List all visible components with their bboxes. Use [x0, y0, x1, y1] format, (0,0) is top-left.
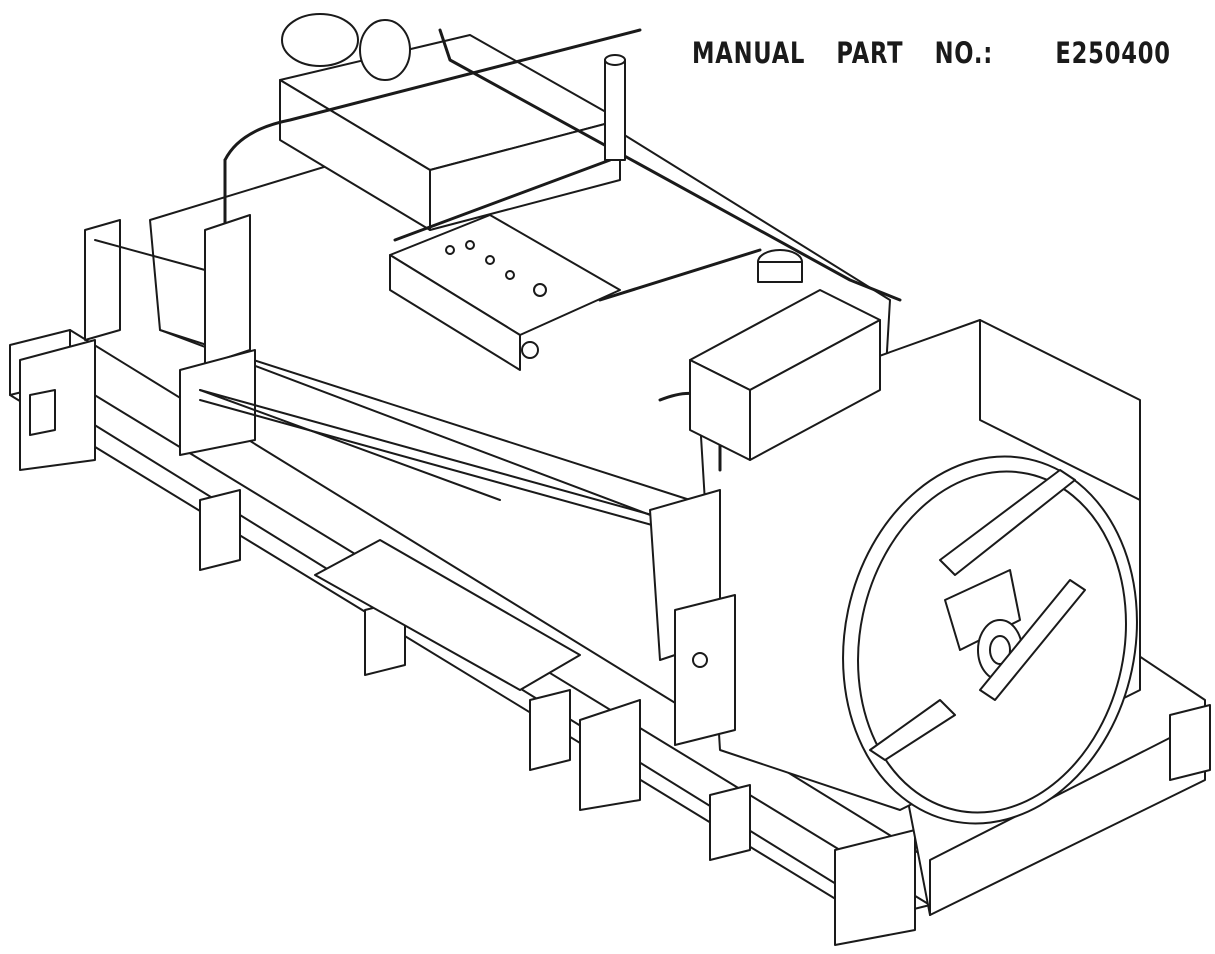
no-label: NO.: — [934, 36, 994, 70]
left-mast — [85, 215, 255, 455]
auger-hub — [870, 470, 1085, 760]
fuel-cap — [758, 250, 802, 282]
tie-rods — [200, 390, 670, 530]
part-label: PART — [836, 36, 904, 70]
control-panel — [390, 215, 620, 370]
hydraulic-tank — [690, 290, 880, 460]
manual-label: MANUAL — [692, 36, 806, 70]
air-cleaner — [282, 14, 410, 80]
exhaust-stack — [605, 55, 625, 160]
beam-brackets — [200, 490, 915, 945]
right-mast — [650, 490, 735, 745]
manual-part-number-header: MANUAL PART NO.: E250400 — [692, 36, 1170, 76]
extension-plate — [315, 540, 580, 690]
part-number: E250400 — [1055, 36, 1171, 70]
